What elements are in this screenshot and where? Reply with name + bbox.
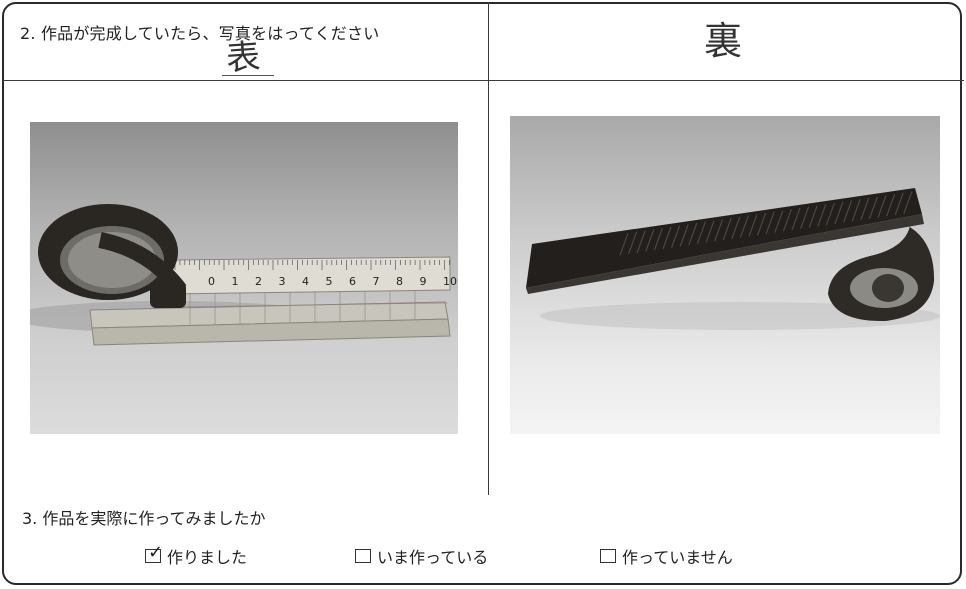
- checkbox-made[interactable]: ✓: [145, 542, 163, 563]
- grain-line: [782, 209, 792, 232]
- ruler-number: 7: [373, 275, 380, 288]
- ruler-edge: [91, 318, 451, 346]
- grain-line: [886, 194, 896, 217]
- ruler-number: 10: [443, 275, 457, 288]
- grain-line: [868, 196, 878, 219]
- grain-line: [765, 211, 775, 235]
- grain-line: [877, 195, 887, 218]
- grain-line: [825, 202, 835, 226]
- grain-line: [800, 206, 810, 229]
- ruler-number: 8: [396, 275, 403, 288]
- grain-line: [679, 224, 689, 247]
- grain-line: [834, 201, 844, 224]
- grain-line: [662, 226, 672, 250]
- back-photo: [510, 116, 940, 434]
- ring-base: [150, 282, 186, 308]
- checkmark-icon: ✓: [148, 542, 164, 563]
- grain-line: [671, 225, 681, 248]
- grain-line: [645, 229, 655, 252]
- ruler-number: 4: [302, 275, 309, 288]
- grain-line: [757, 212, 767, 236]
- grain-line: [653, 227, 663, 251]
- grain-line: [688, 222, 698, 246]
- grain-line: [696, 221, 706, 245]
- front-label-underline: [222, 75, 274, 76]
- question-3-heading: 3. 作品を実際に作ってみましたか: [22, 509, 266, 528]
- checkbox-not-made[interactable]: [600, 549, 616, 563]
- ruler-number: 2: [255, 275, 262, 288]
- option-making-label: いま作っている: [377, 548, 489, 567]
- grain-line: [628, 231, 638, 255]
- ruler-grid: [169, 290, 449, 325]
- option-not-made[interactable]: 作っていません: [600, 544, 733, 568]
- grain-line: [894, 192, 904, 216]
- grain-line: [714, 219, 724, 242]
- ruler-number: 6: [349, 275, 356, 288]
- grain-line: [851, 199, 861, 222]
- back-photo-drawing: [526, 188, 940, 330]
- option-not-made-label: 作っていません: [622, 548, 733, 567]
- question-2-heading: 2. 作品が完成していたら、写真をはってください: [20, 24, 380, 43]
- grain-line: [731, 216, 741, 240]
- grain-line: [774, 210, 784, 233]
- grain-line: [619, 232, 629, 256]
- column-divider: [488, 2, 489, 495]
- header-divider: [2, 80, 964, 81]
- curl-core: [872, 274, 904, 302]
- grain-line: [722, 217, 732, 241]
- grain-line: [748, 214, 758, 237]
- grain-line: [808, 205, 818, 228]
- ruler-number: 5: [326, 275, 333, 288]
- ruler-number: 3: [279, 275, 286, 288]
- ruler-number: 0: [208, 275, 215, 288]
- plate-edge: [526, 214, 924, 294]
- grain-line: [817, 204, 827, 227]
- grain-line: [791, 207, 801, 231]
- front-photo: 0 1 2 3 4 5 6 7 8 9 10: [30, 122, 458, 434]
- grain-line: [860, 197, 870, 221]
- grain-line: [705, 220, 715, 243]
- ruler-ticks: [174, 260, 450, 270]
- grain-line: [636, 230, 646, 253]
- front-photo-drawing: 0 1 2 3 4 5 6 7 8 9 10: [30, 204, 457, 346]
- ruler-number: 9: [420, 275, 427, 288]
- option-made[interactable]: ✓ 作りました: [145, 542, 248, 568]
- option-made-label: 作りました: [167, 548, 248, 567]
- front-label: 表: [224, 36, 262, 80]
- ruler-numbers: 0 1 2 3 4 5 6 7 8 9 10: [208, 275, 457, 288]
- option-making[interactable]: いま作っている: [355, 544, 488, 568]
- checkbox-making[interactable]: [355, 549, 371, 563]
- plate-grain: [619, 191, 913, 256]
- ruler-number: 1: [232, 275, 239, 288]
- back-label: 裏: [704, 19, 743, 63]
- grain-line: [903, 191, 913, 214]
- grain-line: [843, 200, 853, 223]
- grain-line: [739, 215, 749, 238]
